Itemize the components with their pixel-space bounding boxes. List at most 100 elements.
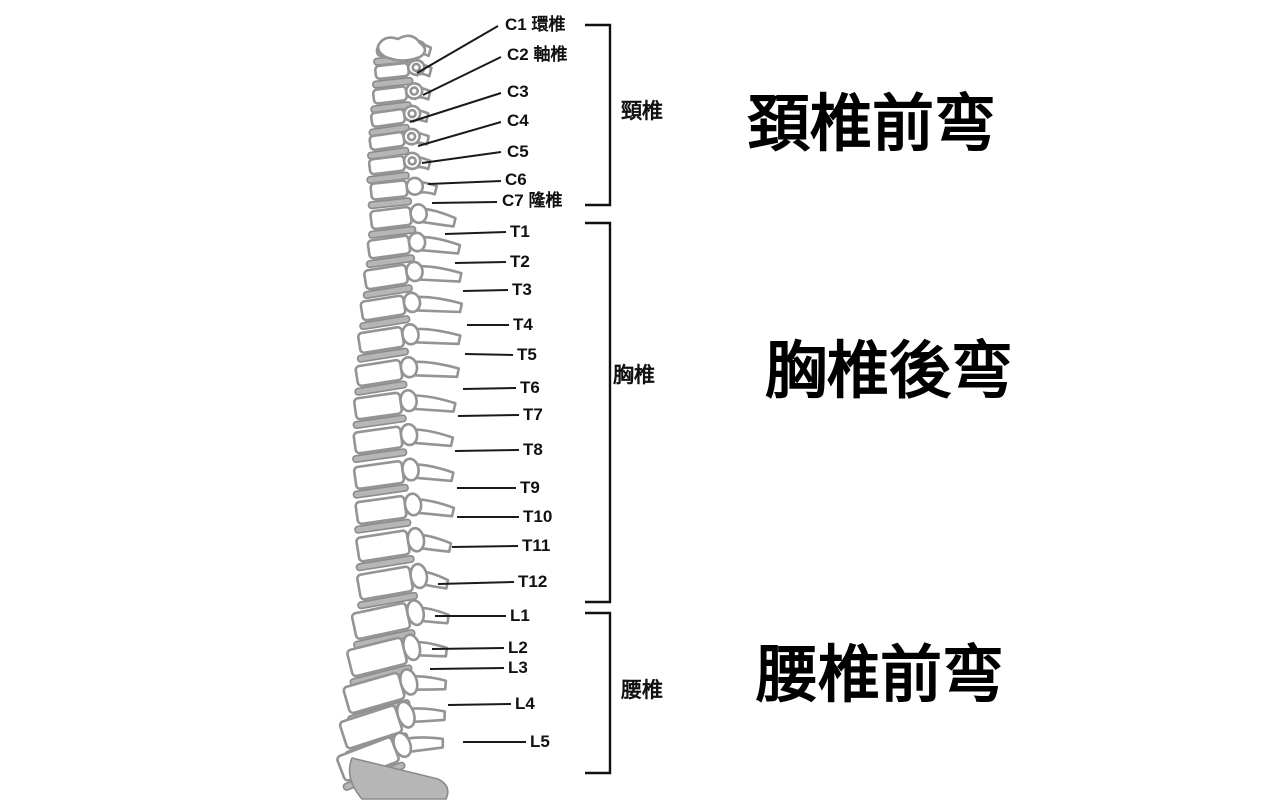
- label-t3: T3: [512, 280, 532, 299]
- sacrum-wedge: [348, 757, 449, 800]
- bracket-lumbar: [585, 611, 612, 775]
- bracket-thoracic: [585, 221, 612, 604]
- label-t4: T4: [513, 315, 533, 334]
- label-t8: T8: [523, 440, 543, 459]
- vertebra-C2: [371, 58, 433, 89]
- body-C4: [369, 107, 407, 129]
- disc-T4: [359, 315, 411, 331]
- leader-t11: [451, 545, 519, 548]
- vertebra-T7: [352, 389, 457, 429]
- disc-T3: [362, 284, 413, 300]
- vertebra-L1: [350, 599, 450, 649]
- arch-T11: [406, 526, 426, 553]
- foramen-C4: [407, 108, 417, 119]
- arch-T12: [409, 562, 429, 590]
- leader-t12: [437, 581, 515, 585]
- label-c2: C2 軸椎: [507, 45, 568, 64]
- heading-lumbar-lordosis: 腰椎前弯: [756, 638, 1005, 711]
- vertebra-T3: [362, 260, 463, 300]
- label-c1: C1 環椎: [505, 15, 566, 34]
- arch-T9: [401, 457, 420, 482]
- label-t11: T11: [522, 536, 551, 555]
- leader-l4: [447, 703, 512, 706]
- body-T2: [366, 234, 412, 260]
- leader-t8: [454, 449, 520, 452]
- spinal-column-art: [336, 39, 464, 791]
- vertebra-T11: [355, 526, 453, 572]
- region-brackets: [585, 23, 612, 775]
- label-t1: T1: [510, 222, 530, 241]
- vertebra-L2: [346, 633, 449, 687]
- label-l3: L3: [508, 658, 528, 677]
- foramen-C3: [409, 86, 419, 96]
- label-c7: C7 隆椎: [502, 191, 563, 210]
- disc-T11: [355, 555, 415, 572]
- region-label-lumbar: 腰椎: [621, 679, 663, 702]
- vertebra-T4: [359, 291, 464, 331]
- leader-l2: [431, 647, 505, 650]
- leader-c7: [431, 201, 498, 204]
- body-C2: [374, 61, 410, 81]
- label-l5: L5: [530, 732, 550, 751]
- arch-T10: [403, 492, 423, 517]
- vertebra-T6: [354, 355, 461, 396]
- disc-C7: [367, 197, 413, 210]
- body-T1: [369, 205, 413, 231]
- vertebra-C6: [366, 151, 432, 184]
- leader-c2: [422, 56, 502, 96]
- foramen-C6: [407, 156, 417, 166]
- disc-T6: [354, 380, 408, 396]
- leader-lines: [409, 25, 526, 743]
- body-C3: [371, 85, 409, 105]
- label-t9: T9: [520, 478, 540, 497]
- arch-T7: [399, 389, 418, 413]
- arch-L2: [402, 633, 422, 662]
- vertebra-T5: [356, 323, 462, 363]
- label-l4: L4: [515, 694, 535, 713]
- arch-T6: [399, 355, 419, 379]
- label-c5: C5: [507, 142, 529, 161]
- leader-c1: [416, 25, 499, 74]
- label-c3: C3: [507, 82, 529, 101]
- label-t5: T5: [517, 345, 537, 364]
- arch-L5: [392, 731, 413, 759]
- vertebra-T8: [352, 422, 455, 464]
- heading-cervical-lordosis: 頚椎前弯: [748, 87, 997, 160]
- vertebra-T1: [368, 203, 457, 239]
- foramen-C2: [411, 62, 422, 73]
- label-l1: L1: [510, 606, 530, 625]
- leader-c4: [417, 121, 502, 147]
- label-c6: C6: [505, 170, 527, 189]
- leader-t6: [462, 387, 517, 390]
- region-label-thoracic: 胸椎: [613, 364, 655, 387]
- arch-L3: [399, 668, 419, 696]
- label-t7: T7: [523, 405, 543, 424]
- leader-t3: [462, 289, 509, 292]
- arch-T3: [405, 260, 424, 283]
- label-t12: T12: [518, 572, 548, 591]
- arch-T2: [407, 231, 427, 253]
- label-t10: T10: [523, 507, 553, 526]
- disc-T9: [352, 483, 409, 499]
- leader-t7: [457, 414, 520, 417]
- body-C5: [368, 130, 406, 152]
- leader-t1: [444, 231, 507, 235]
- vertebra-C5: [367, 127, 431, 160]
- disc-T7: [352, 414, 407, 429]
- arch-C7: [405, 176, 425, 196]
- region-label-cervical: 頸椎: [621, 100, 663, 123]
- body-T7: [352, 391, 404, 421]
- vertebra-T9: [352, 457, 455, 499]
- label-c4: C4: [507, 111, 529, 130]
- heading-thoracic-kyphosis: 胸椎後弯: [765, 334, 1014, 407]
- leader-l3: [429, 667, 505, 670]
- disc-C2: [371, 76, 414, 89]
- disc-T10: [354, 518, 412, 534]
- bracket-cervical: [585, 23, 612, 207]
- label-t2: T2: [510, 252, 530, 271]
- arch-L1: [405, 599, 426, 627]
- body-C6: [367, 154, 407, 176]
- leader-c5: [421, 151, 502, 164]
